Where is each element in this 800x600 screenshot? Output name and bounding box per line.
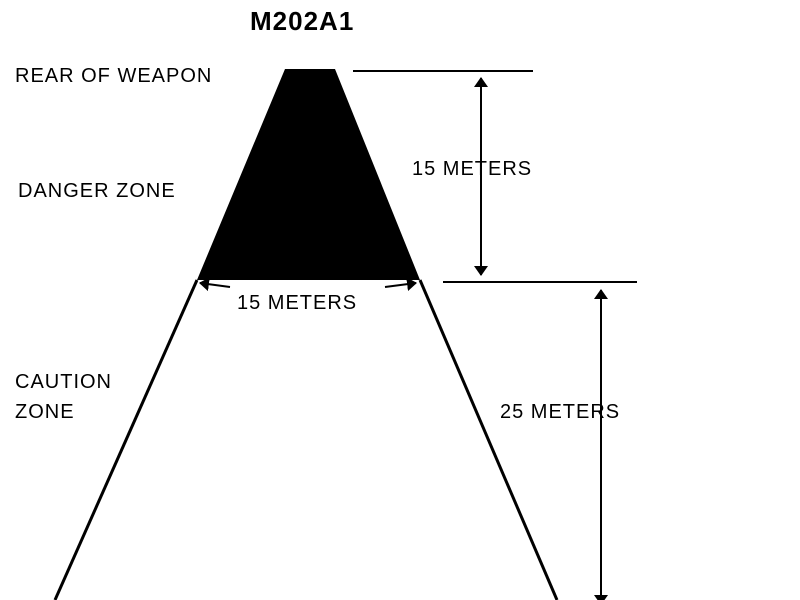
danger-zone-area — [197, 69, 420, 280]
danger-width-label: 15 METERS — [237, 292, 358, 314]
danger-depth-label: 15 METERS — [412, 158, 533, 180]
caution-zone-label-line1: CAUTION — [15, 371, 112, 393]
danger-zone-label: DANGER ZONE — [18, 180, 176, 202]
caution-zone-label-line2: ZONE — [15, 401, 75, 423]
caution-zone-right-edge — [418, 279, 559, 600]
rear-of-weapon-label: REAR OF WEAPON — [15, 65, 213, 87]
diagram-title: M202A1 — [250, 6, 355, 36]
danger-width-arrow — [384, 277, 417, 292]
caution-depth-label: 25 METERS — [500, 401, 621, 423]
caution-zone-left-edge — [53, 279, 199, 600]
danger-width-arrow — [199, 277, 231, 292]
